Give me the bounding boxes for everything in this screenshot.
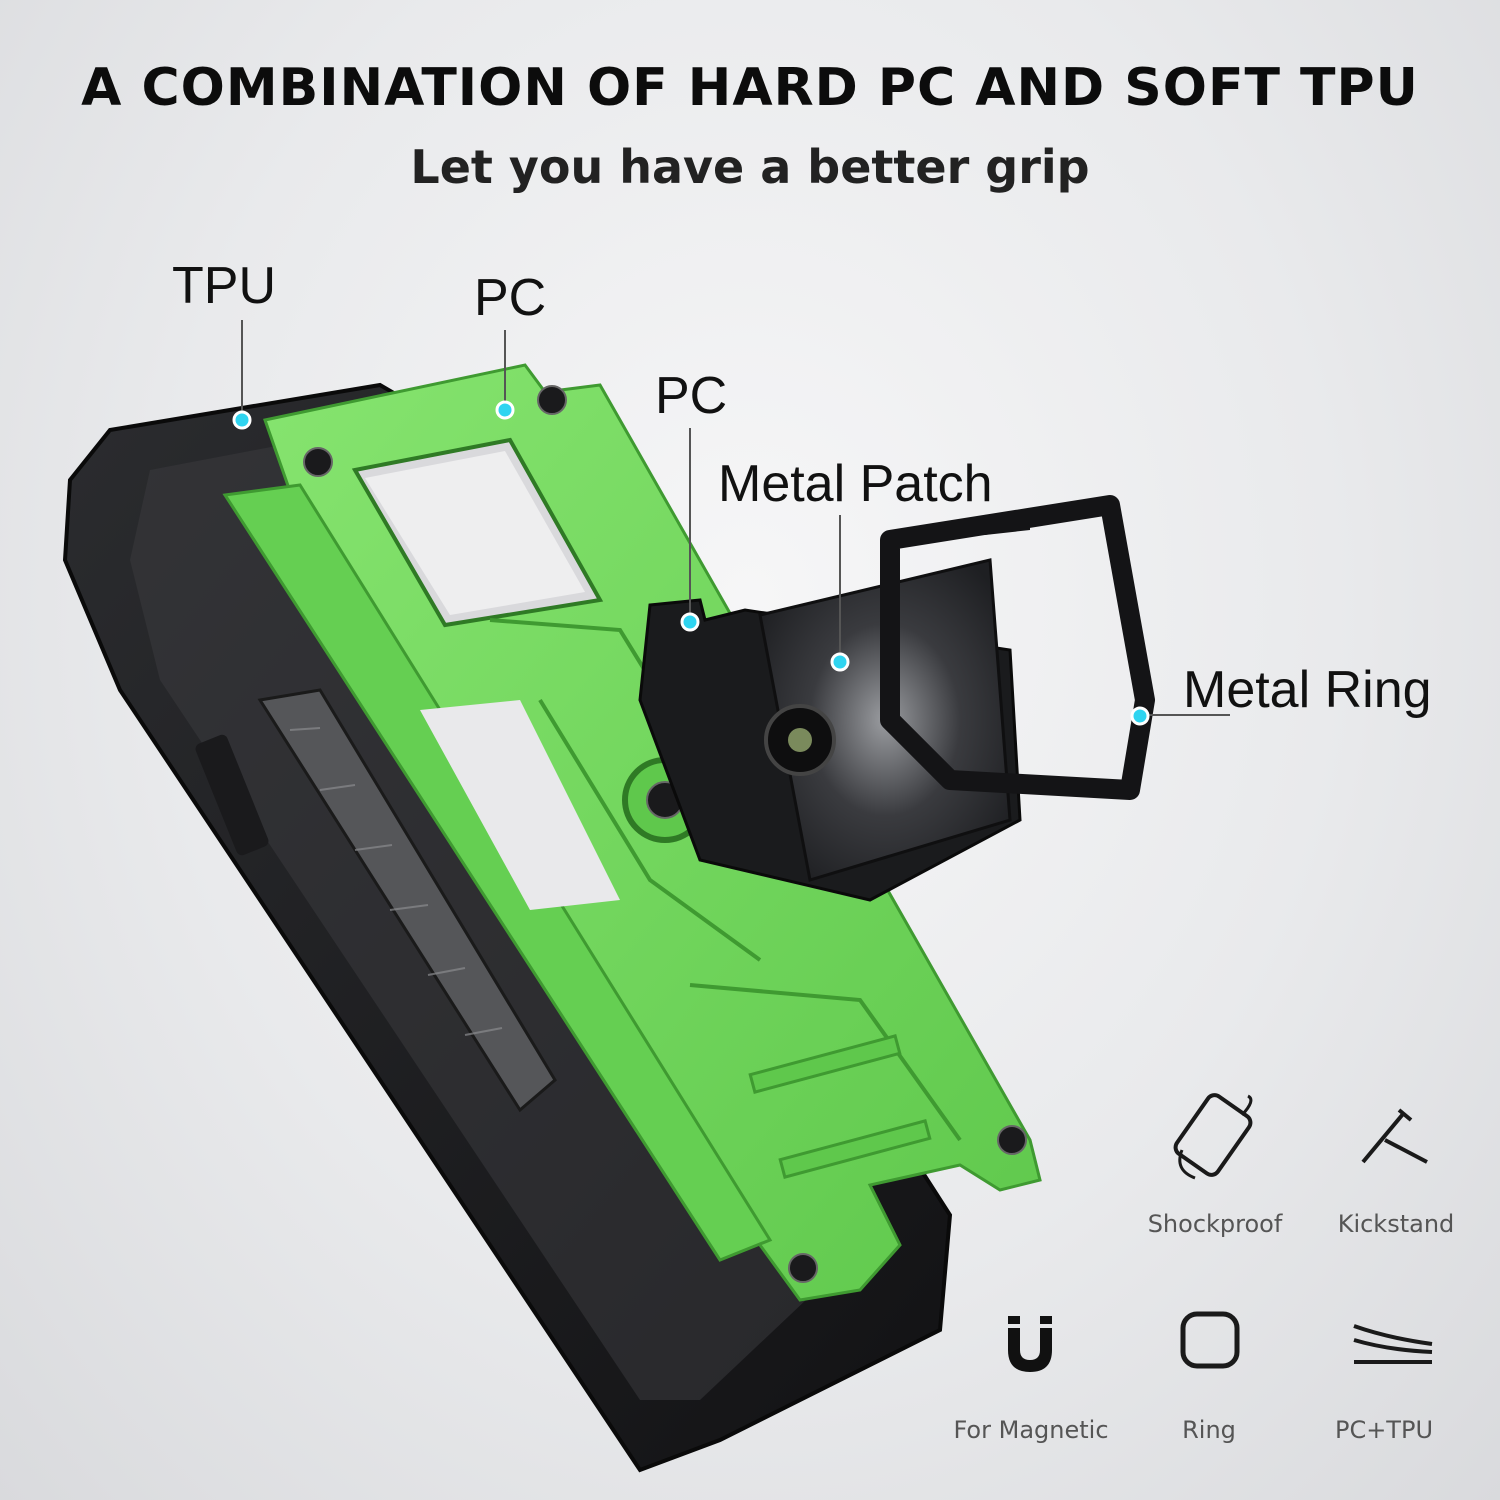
callout-pc-ring: PC <box>655 367 728 425</box>
headline: A COMBINATION OF HARD PC AND SOFT TPU <box>81 58 1419 118</box>
callout-markers <box>232 400 1150 726</box>
feature-label-pc-tpu: PC+TPU <box>1334 1416 1434 1444</box>
shockproof-icon <box>1173 1093 1253 1180</box>
feature-label-kickstand: Kickstand <box>1337 1210 1455 1238</box>
feature-label-ring: Ring <box>1182 1416 1236 1444</box>
pc-frame <box>222 363 1042 1302</box>
pc-tpu-icon <box>1353 1324 1433 1364</box>
callout-pc-frame: PC <box>474 269 547 327</box>
callout-metal-ring: Metal Ring <box>1183 661 1432 719</box>
callout-tpu: TPU <box>172 257 276 315</box>
metal-ring <box>880 495 1155 800</box>
subheadline: Let you have a better grip <box>410 140 1090 194</box>
callout-metal-patch: Metal Patch <box>718 455 993 513</box>
leader-lines <box>241 320 1230 716</box>
metal-patch-module <box>638 558 1022 902</box>
kickstand-icon <box>1361 1108 1428 1164</box>
ring-icon <box>1180 1311 1240 1369</box>
magnet-icon <box>1008 1316 1052 1372</box>
feature-label-magnetic: For Magnetic <box>953 1416 1109 1444</box>
feature-label-shockproof: Shockproof <box>1147 1210 1283 1238</box>
